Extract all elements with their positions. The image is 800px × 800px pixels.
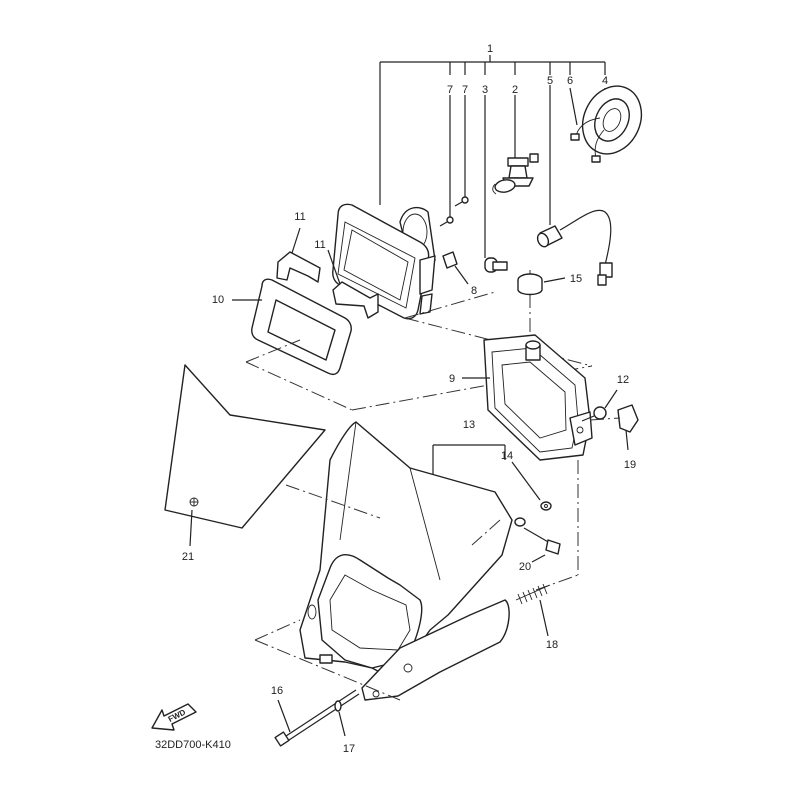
- assembly-bracket-1: [379, 55, 606, 258]
- part-16-long-bolt: [274, 689, 360, 747]
- part-3-small-bulb: [484, 257, 508, 273]
- callout-6: 6: [567, 75, 573, 87]
- callout-11a: 11: [294, 211, 305, 223]
- callout-13: 13: [463, 419, 475, 431]
- part-7-screws: [439, 196, 469, 227]
- callout-16: 16: [271, 685, 283, 697]
- diagram-code: 32DD700-K410: [155, 739, 231, 751]
- part-11-strip-b: [327, 249, 379, 319]
- callout-11b: 11: [314, 239, 325, 251]
- part-6-wire-lead: [570, 117, 605, 163]
- callout-7a: 7: [447, 84, 453, 96]
- callout-19: 19: [624, 459, 636, 471]
- callout-15: 15: [570, 273, 582, 285]
- part-20-bolt: [523, 527, 561, 563]
- part-15-grommet: [517, 273, 566, 296]
- part-14-washer: [511, 461, 552, 527]
- part-2-headlight-bulb: [492, 153, 539, 195]
- part-17-washer: [334, 700, 346, 737]
- part-18-spring: [515, 583, 551, 637]
- callout-17: 17: [343, 743, 355, 755]
- callout-8: 8: [471, 285, 477, 297]
- part-13-cowl: [299, 421, 513, 681]
- part-10-seal-frame: [232, 278, 352, 376]
- callout-9: 9: [449, 373, 455, 385]
- callout-4: 4: [602, 75, 608, 87]
- part-11-strip-a: [276, 227, 321, 283]
- callout-21: 21: [182, 551, 194, 563]
- part-12-bolt: [581, 389, 618, 422]
- callout-10: 10: [212, 294, 224, 306]
- callout-1: 1: [487, 43, 493, 55]
- part-21-plate: [164, 364, 326, 547]
- callout-2: 2: [512, 84, 518, 96]
- callout-5: 5: [547, 75, 553, 87]
- callout-labels: 1 2 3 4 5 6 7 7 8 9 10 11 11 12 13 14 15…: [182, 43, 636, 755]
- callout-18: 18: [546, 639, 558, 651]
- callout-7b: 7: [462, 84, 468, 96]
- callout-14: 14: [501, 450, 513, 462]
- part-19-clip: [589, 404, 639, 451]
- part-4-socket-ring: [581, 85, 643, 155]
- callout-3: 3: [482, 84, 488, 96]
- part-8-clip: [442, 251, 469, 285]
- callout-12: 12: [617, 374, 629, 386]
- part-5-lamp-socket: [536, 209, 613, 286]
- fwd-arrow-icon: FWD: [151, 703, 197, 731]
- callout-20: 20: [519, 561, 531, 573]
- part-9-bracket: [462, 334, 593, 461]
- alignment-box-bottom: [254, 460, 579, 701]
